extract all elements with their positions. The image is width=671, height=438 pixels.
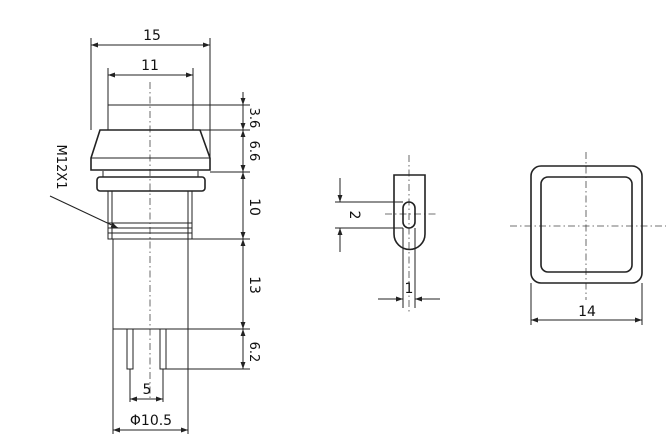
- terminal-tab: [393, 174, 426, 251]
- button-cap: [90, 129, 211, 171]
- dim-label-1: 1: [405, 281, 414, 297]
- dim-label-13: 13: [246, 276, 262, 294]
- thread-leader: [49, 195, 119, 229]
- switch-body: [112, 238, 189, 330]
- dim-label-10: 10: [246, 198, 262, 216]
- dim-label-6-2: 6.2: [246, 342, 261, 363]
- thread-label: M12X1: [53, 145, 68, 190]
- terminal-slot: [402, 201, 416, 229]
- side-view: 15 11 3.6 6.6 10 13 6.2 M12X1: [49, 28, 262, 434]
- dim-label-2: 2: [346, 211, 362, 220]
- terminal-view: 2 1: [335, 155, 440, 312]
- front-inner-face: [540, 176, 633, 273]
- dim-label-11: 11: [141, 58, 159, 74]
- front-view: 14: [510, 152, 666, 325]
- pin-right: [159, 328, 167, 370]
- pin-left: [126, 328, 134, 370]
- dim-label-6-6: 6.6: [246, 141, 261, 162]
- mounting-nut: [96, 176, 206, 192]
- dim-label-14: 14: [578, 304, 596, 320]
- dim-label-diameter: Φ10.5: [130, 413, 172, 429]
- dim-label-15: 15: [143, 28, 161, 44]
- dim-label-5: 5: [143, 382, 152, 398]
- front-outer-frame: [530, 165, 643, 284]
- dim-label-3-6: 3.6: [246, 108, 261, 129]
